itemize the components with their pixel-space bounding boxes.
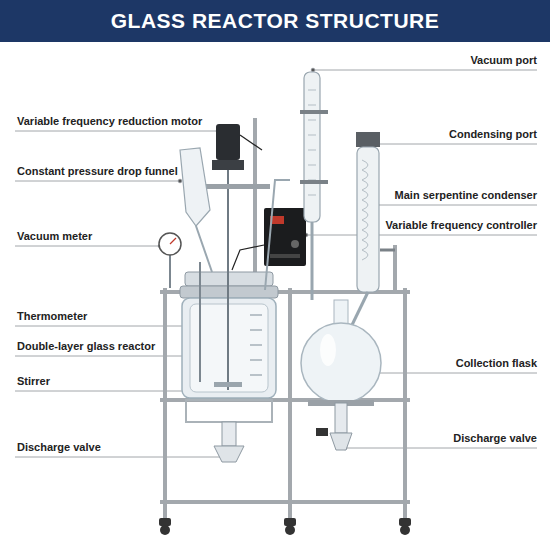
- title-band: GLASS REACTOR STRUCTURE: [0, 0, 550, 42]
- collection-flask: [301, 300, 381, 450]
- part-label: Thermometer: [17, 310, 87, 323]
- reduction-motor: [200, 124, 270, 189]
- leader-lines: [15, 68, 537, 459]
- steel-frame: [160, 118, 410, 520]
- drop-funnel: [180, 148, 212, 272]
- part-label: Vacuum meter: [17, 230, 92, 243]
- part-label: Discharge valve: [453, 432, 537, 445]
- part-label: Discharge valve: [17, 441, 101, 454]
- casters: [159, 518, 411, 535]
- part-label: Stirrer: [17, 375, 50, 388]
- vacuum-meter: [159, 233, 181, 288]
- part-label: Condensing port: [449, 128, 537, 141]
- part-label: Collection flask: [456, 357, 537, 370]
- part-label: Double-layer glass reactor: [17, 340, 155, 353]
- vertical-condenser: [265, 72, 328, 300]
- part-label: Vacuum port: [470, 54, 537, 67]
- part-label: Constant pressure drop funnel: [17, 165, 178, 178]
- part-label: Variable frequency controller: [385, 219, 537, 232]
- part-label: Variable frequency reduction motor: [17, 115, 202, 128]
- part-label: Main serpentine condenser: [395, 189, 537, 202]
